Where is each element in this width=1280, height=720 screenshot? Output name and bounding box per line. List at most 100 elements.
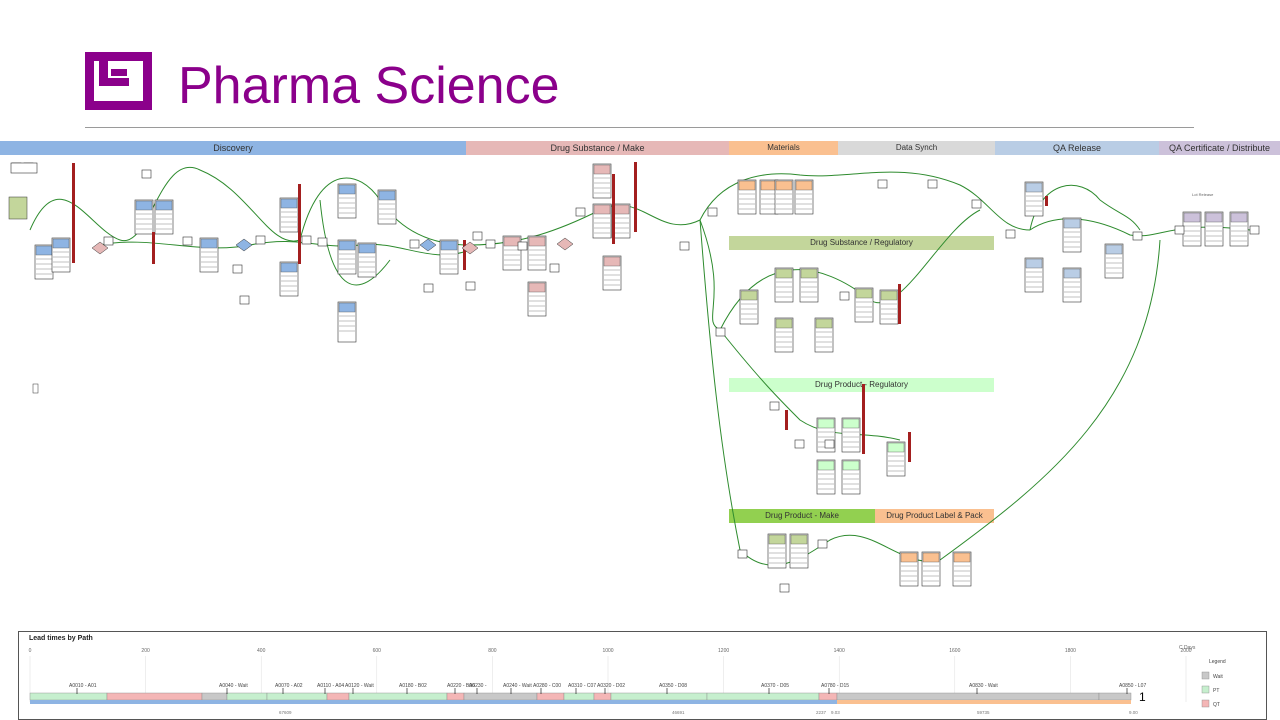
gantt-segment [201,692,228,701]
inventory-icon [794,439,805,449]
process-step-node [1062,267,1082,303]
page-title: Pharma Science [178,57,560,115]
header-divider [85,127,1194,128]
process-step-node [816,459,836,495]
process-step-node [952,551,972,587]
inventory-icon [549,263,560,273]
legend-swatch [1201,699,1210,708]
inventory-icon [182,236,193,246]
inventory-icon [1005,229,1016,239]
milestone-label: A0350 - D08 [659,683,687,689]
inventory-icon [839,291,850,301]
axis-tick-label: 400 [257,648,266,654]
process-flow-diagram: Lot Release [8,162,1260,593]
process-step-node [879,289,899,325]
process-step-node [134,199,154,235]
gantt-segment [29,692,108,701]
gantt-total-bar [30,700,1131,704]
inventory-icon [679,241,690,251]
decision-node [556,237,574,251]
lot-release-label: Lot Release [1192,192,1214,197]
flow-connector [299,177,701,246]
milestone-label: A0320 - D02 [597,683,625,689]
decision-node [419,238,437,252]
gantt-segment [226,692,268,701]
path-total-label: 2237 [816,710,827,715]
lead-time-bar [785,410,788,430]
gantt-segment [563,692,595,701]
process-step-node [592,163,612,199]
page-number: 1 [1139,690,1146,704]
lead-time-bar [908,432,911,462]
lead-time-bar [634,162,637,232]
milestone-label: A0850 - L07 [1119,683,1146,689]
process-step-node [799,267,819,303]
axis-tick-label: 200 [141,648,150,654]
subphase-dp-label-pack: Drug Product Label & Pack [875,509,994,523]
inventory-icon [824,439,835,449]
path-total-label: 9.00 [1129,710,1138,715]
customer-icon [10,162,38,174]
process-step-node [502,235,522,271]
milestone-label: A0780 - D15 [821,683,849,689]
legend-swatch [1201,671,1210,680]
gantt-segment [1098,692,1132,701]
lead-time-bar [463,240,466,270]
axis-tick-label: 1800 [1065,648,1076,654]
process-step-node [51,237,71,273]
process-step-node [1104,243,1124,279]
process-step-node [377,189,397,225]
process-step-node [34,244,54,280]
milestone-label: A0830 - Wait [969,683,998,689]
inventory-icon [409,239,420,249]
company-logo [85,52,152,110]
milestone-label: A0040 - Wait [219,683,248,689]
legend-title: Legend [1209,659,1226,665]
phase-band-discovery: Discovery [0,141,466,155]
process-step-node [841,417,861,453]
process-step-node [886,441,906,477]
flow-connector [699,219,721,331]
lead-time-bar [152,232,155,264]
process-step-node [1182,211,1202,247]
process-step-node [527,235,547,271]
gantt-segment [446,692,465,701]
flow-connector [1029,184,1141,231]
process-step-node [737,179,757,215]
process-step-node [1204,211,1224,247]
flow-connector [719,329,901,441]
supplier-icon [8,196,28,220]
legend-label: PT [1213,688,1219,694]
process-step-node [794,179,814,215]
axis-tick-label: 1200 [718,648,729,654]
process-step-node [774,267,794,303]
inventory-icon [517,241,528,251]
process-step-node [337,301,357,343]
gantt-segment [836,692,1100,701]
flow-connector [699,219,741,551]
lead-time-bar [1045,196,1048,206]
gantt-total-bar [837,700,1131,704]
process-step-node [337,183,357,219]
path-total-label: 59735 [977,710,990,715]
inventory-icon [715,327,726,337]
subphase-ds-regulatory: Drug Substance / Regulatory [729,236,994,250]
path-total-label: 67609 [279,710,292,715]
process-step-node [921,551,941,587]
inventory-icon [737,549,748,559]
inventory-icon [575,207,586,217]
decision-node [461,241,479,255]
inventory-icon [301,235,312,245]
process-step-node [199,237,219,273]
axis-tick-label: 800 [488,648,497,654]
inventory-icon [1132,231,1143,241]
inventory-icon [707,207,718,217]
milestone-label: A0370 - D05 [761,683,789,689]
process-step-node [602,255,622,291]
process-step-node [1024,257,1044,293]
process-step-node [592,203,612,239]
gantt-segment [536,692,565,701]
lead-time-chart-title: Lead times by Path [29,635,93,642]
